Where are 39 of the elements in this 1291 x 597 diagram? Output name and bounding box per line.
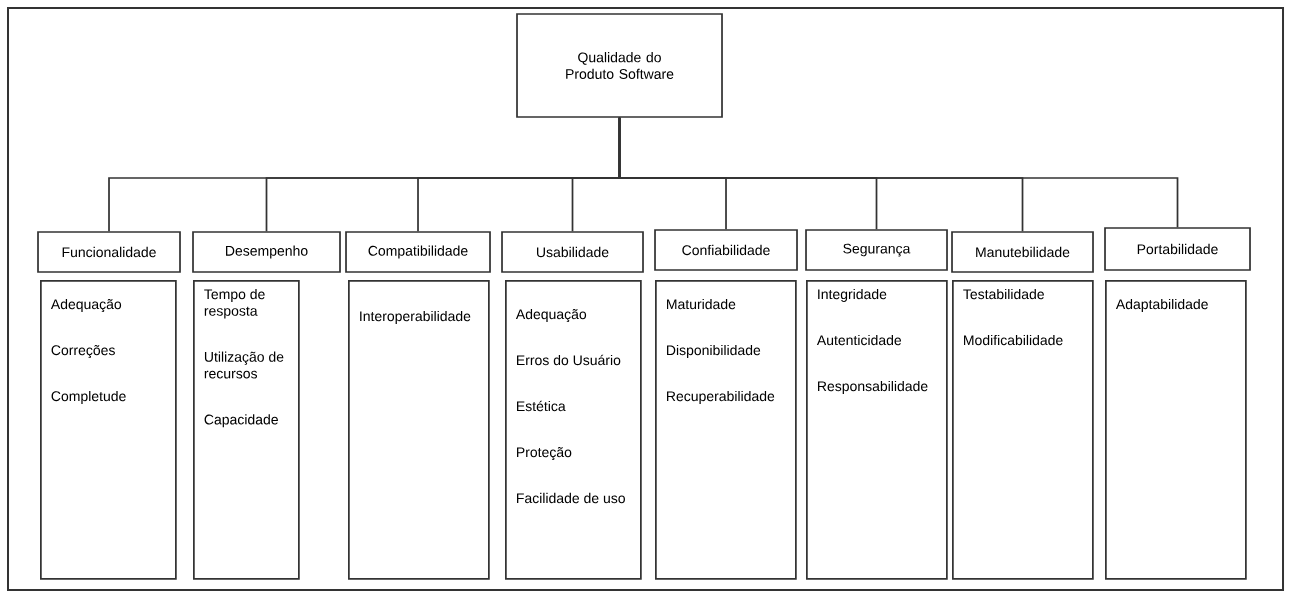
list-box	[1105, 280, 1247, 580]
list-box	[193, 280, 300, 580]
list-item: Utilização de recursos	[204, 351, 284, 379]
list-item: Recuperabilidade	[667, 390, 775, 404]
list-item: Tempo de resposta	[204, 288, 265, 319]
category-box: Desempenho	[192, 231, 341, 273]
category-box: Manutebilidade	[951, 231, 1094, 273]
list-item: Erros do Usuário	[517, 354, 621, 366]
list-item: Adequação	[50, 298, 122, 312]
category-box: Compatibilidade	[345, 231, 491, 273]
list-box	[806, 280, 948, 580]
list-item: Adaptabilidade	[1115, 298, 1208, 312]
connector-line	[618, 117, 1179, 228]
list-item: Facilidade de uso	[517, 492, 625, 504]
list-item: Correções	[51, 345, 115, 358]
list-item: Completude	[51, 390, 126, 404]
list-box	[952, 280, 1094, 580]
list-box	[348, 280, 490, 580]
list-item: Interoperabilidade	[360, 310, 471, 324]
list-item: Maturidade	[667, 298, 736, 310]
category-box: Confiabilidade	[654, 229, 798, 271]
category-box: Segurança	[805, 229, 948, 271]
list-item: Testabilidade	[963, 288, 1044, 300]
list-box	[505, 280, 642, 580]
list-item: Estética	[517, 400, 566, 412]
category-box: Usabilidade	[501, 231, 644, 273]
list-box	[655, 280, 797, 580]
list-item: Capacidade	[204, 414, 278, 428]
list-item: Integridade	[818, 288, 887, 302]
list-item: Proteção	[517, 447, 572, 460]
category-box: Funcionalidade	[37, 231, 181, 273]
category-box: Portabilidade	[1104, 227, 1251, 271]
list-item: Disponibilidade	[667, 344, 761, 358]
list-item: Responsabilidade	[818, 380, 928, 394]
root-box: Qualidade do Produto Software	[516, 13, 723, 118]
list-item: Adequação	[515, 308, 587, 322]
list-item: Modificabilidade	[964, 334, 1063, 346]
list-item: Autenticidade	[816, 334, 902, 346]
list-box	[40, 280, 177, 580]
